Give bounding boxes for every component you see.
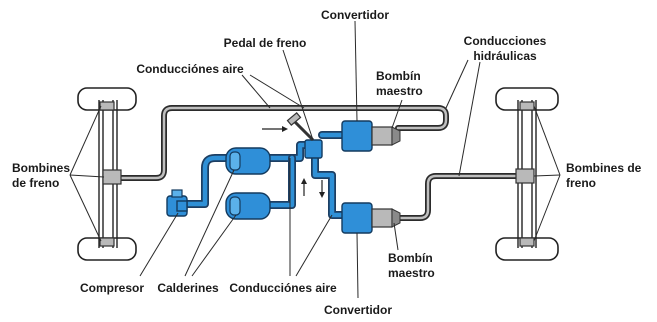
label-bombin-maestro-bottom-line1: Bombín [388,251,433,265]
air-lines [181,131,346,219]
left-bottom-brake-cylinder [99,237,115,247]
label-compresor: Compresor [80,281,144,295]
left-axle [77,87,137,261]
converter-top [341,120,401,152]
label-bombines-right-line1: Bombines de [566,161,642,175]
label-bombin-maestro-bottom-line2: maestro [388,266,435,280]
compressor [166,189,188,217]
label-calderines: Calderines [157,281,219,295]
leader-lines [69,20,561,299]
labels: Convertidor Pedal de freno Conducciónes … [12,8,642,317]
label-convertidor-bottom: Convertidor [324,303,392,317]
hydraulic-lines [117,105,525,221]
label-convertidor-top: Convertidor [321,8,389,22]
air-tank-upper [225,147,271,175]
right-axle [495,87,559,261]
right-top-brake-cylinder [519,101,535,111]
label-bombin-maestro-top-line2: maestro [376,84,423,98]
right-bottom-brake-cylinder [519,237,535,247]
flow-arrows [262,126,325,198]
brake-pedal-valve [286,111,323,159]
left-axle-junction [102,169,122,185]
label-bombines-left-line2: de freno [12,176,59,190]
left-top-brake-cylinder [99,101,115,111]
label-bombines-left-line1: Bombines [12,161,70,175]
label-bombines-right-line2: freno [566,176,596,190]
label-conducciones-hidraulicas-line1: Conducciones [464,34,547,48]
converter-bottom [341,202,401,234]
label-bombin-maestro-top-line1: Bombín [376,69,421,83]
label-conducciones-aire-top: Conducciónes aire [136,62,244,76]
label-conducciones-hidraulicas-line2: hidráulicas [473,49,537,63]
air-tank-lower [225,192,271,220]
label-pedal-de-freno: Pedal de freno [224,36,307,50]
right-axle-junction [515,168,535,184]
label-conducciones-aire-bottom: Conducciónes aire [229,281,337,295]
